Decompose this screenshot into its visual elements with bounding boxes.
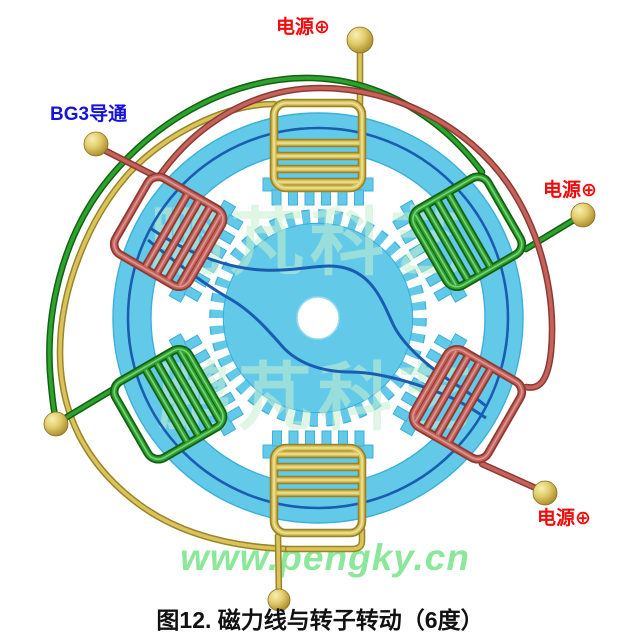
flux-yoke-loop: [126, 126, 510, 510]
terminal-ball-bottom: [267, 588, 291, 612]
label-bg3-conducting: BG3导通: [50, 104, 128, 125]
terminal-ball-bottom-right: [532, 480, 558, 506]
figure-caption: 图12. 磁力线与转子转动（6度）: [156, 607, 484, 633]
label-power-right: 电源⊕: [543, 180, 597, 201]
label-power-bottom-right: 电源⊕: [537, 508, 591, 529]
flux-line-lower: [147, 238, 487, 420]
terminal-ball-top: [346, 26, 374, 54]
rotor-shaft-hole: [296, 296, 340, 340]
terminal-ball-right: [570, 202, 596, 228]
terminal-ball-left: [83, 131, 109, 157]
terminal-ball-bottom-left: [43, 411, 69, 437]
label-power-top: 电源⊕: [276, 17, 330, 38]
